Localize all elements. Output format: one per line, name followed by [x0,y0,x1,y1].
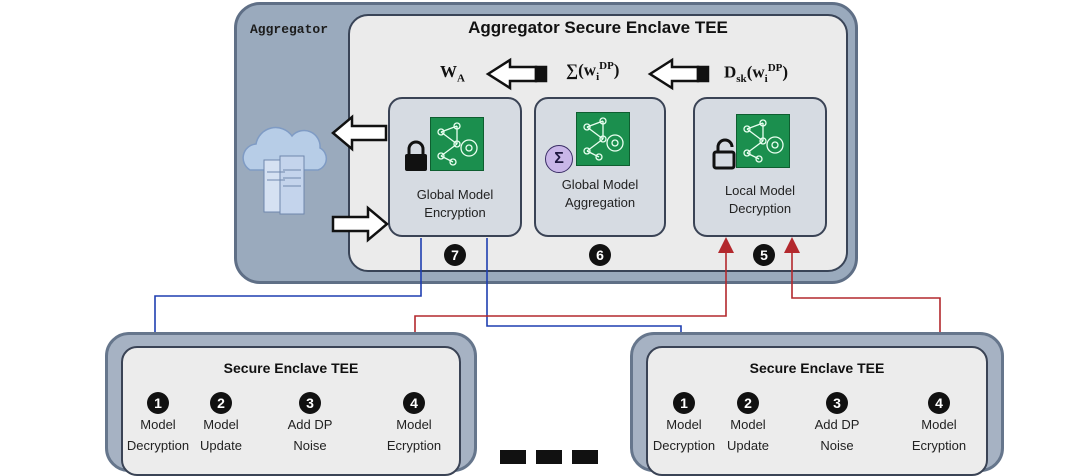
aggregator-label: Aggregator [250,22,329,37]
lock-icon [403,140,429,177]
block-arrow-left-icon [485,57,548,91]
step-badge-5: 5 [753,244,775,266]
unlocked-icon [711,138,739,175]
aggregator-enclave-title: Aggregator Secure Enclave TEE [468,18,728,37]
client-title-right: Secure Enclave TEE [749,360,885,376]
block-arrow-left-icon [647,57,710,91]
step-badge-7: 7 [444,244,466,266]
formula-sum: ∑(wiDP) [566,60,620,84]
sigma-badge-icon: Σ [545,145,573,173]
formula-decrypt: Dsk(wiDP) [724,62,789,86]
client-title-left: Secure Enclave TEE [223,360,359,376]
formula-weights: WA [440,62,465,85]
block-arrow-out-icon [331,114,388,152]
neural-network-icon [576,112,630,166]
step-badge-6: 6 [589,244,611,266]
cloud-server-icon [236,112,332,227]
block-arrow-in-icon [331,205,389,243]
neural-network-icon [736,114,790,168]
neural-network-icon [430,117,484,171]
